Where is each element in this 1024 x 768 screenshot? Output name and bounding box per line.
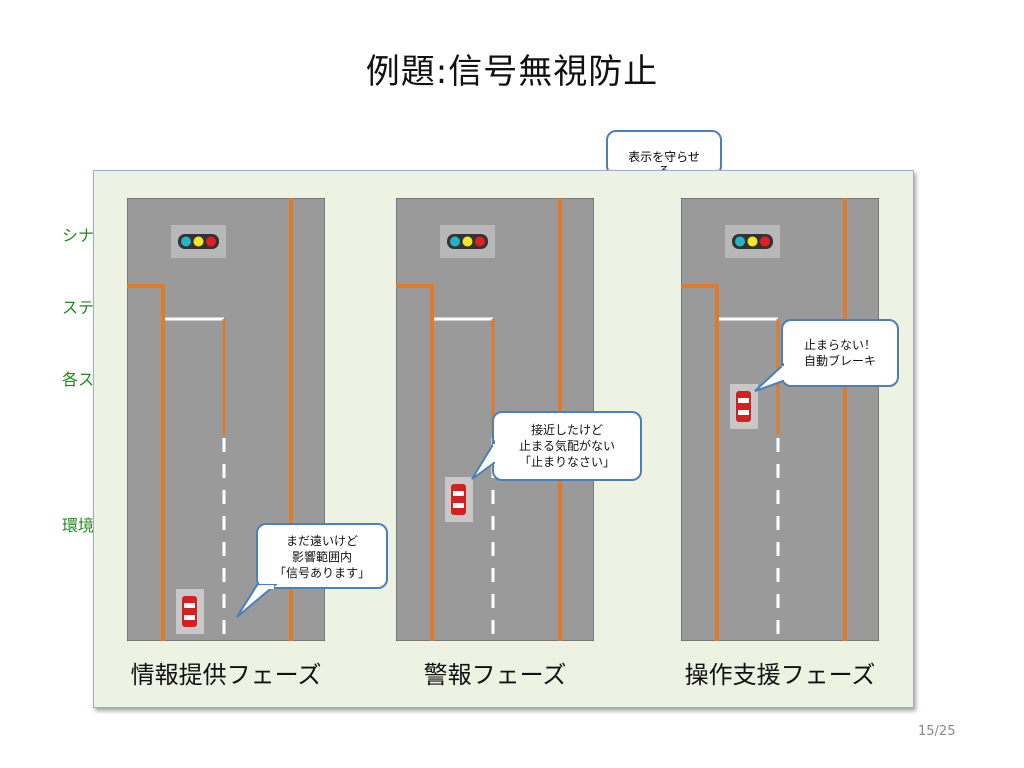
background-label: シナ [62, 226, 94, 245]
car-icon [176, 589, 204, 634]
lane-line [681, 284, 719, 641]
background-label: ステ [62, 298, 94, 317]
callout-line: まだ遠いけど [285, 534, 358, 548]
callout-bubble: 止まらない！ 自動ブレーキ [781, 319, 899, 387]
top-callout-line: 表示を守らせ [628, 150, 700, 164]
phase-label: 警報フェーズ [423, 661, 567, 689]
callout-line: 接近したけど [530, 423, 603, 437]
callout-line: 「信号あります」 [273, 566, 370, 580]
phase-diagram-panel: まだ遠いけど 影響範囲内 「信号あります」 情報提供フェーズ [93, 170, 914, 708]
road-diagram [127, 198, 325, 641]
callout-tail [236, 584, 278, 618]
background-label: 環境 [62, 516, 94, 535]
lane-line [127, 284, 165, 641]
callout-bubble: 接近したけど 止まる気配がない 「止まりなさい」 [492, 411, 642, 481]
background-label: 各ス [62, 370, 94, 389]
callout-line: 影響範囲内 [291, 550, 352, 564]
callout-tail [471, 439, 497, 480]
car-icon [730, 384, 758, 429]
callout-line: 自動ブレーキ [803, 354, 876, 368]
callout-tail [754, 362, 786, 392]
page-number: 15/25 [918, 724, 956, 739]
slide-title: 例題:信号無視防止 [365, 52, 659, 92]
callout-line: 止まらない！ [803, 338, 876, 352]
car-icon [445, 477, 473, 522]
lane-line [396, 284, 434, 641]
callout-line: 止まる気配がない [518, 439, 615, 453]
top-callout-bubble: 表示を守らせ る [606, 130, 722, 176]
road-diagram [681, 198, 879, 641]
top-callout-line: る [608, 164, 720, 174]
phase-label: 情報提供フェーズ [130, 661, 322, 689]
traffic-light-icon [171, 225, 226, 258]
traffic-light-icon [725, 225, 780, 258]
callout-bubble: まだ遠いけど 影響範囲内 「信号あります」 [256, 523, 388, 589]
callout-line: 「止まりなさい」 [518, 455, 615, 469]
phase-label: 操作支援フェーズ [684, 661, 876, 689]
traffic-light-icon [440, 225, 495, 258]
